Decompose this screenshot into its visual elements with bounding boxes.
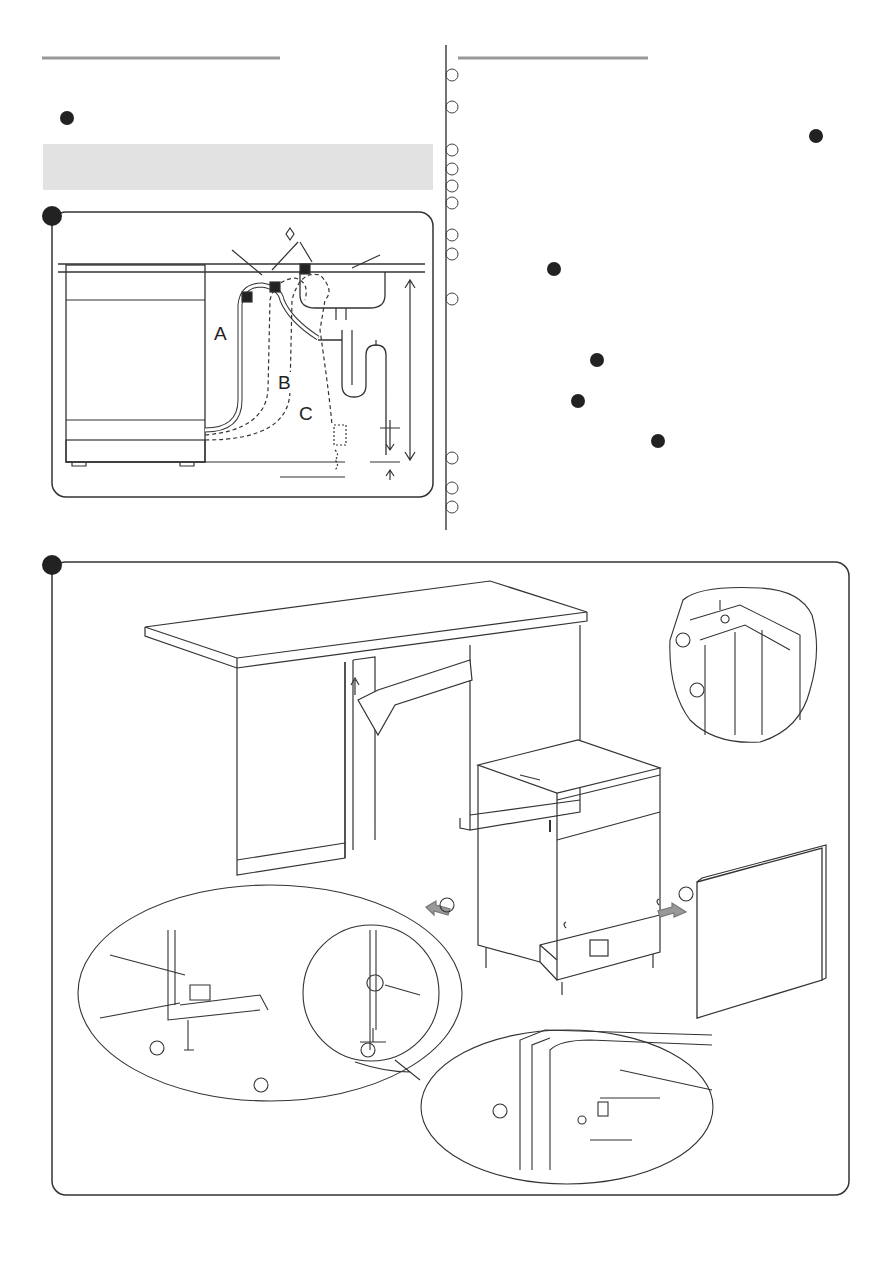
drain-hose-figure bbox=[58, 228, 425, 480]
figure-panel bbox=[52, 212, 433, 497]
cabinet-figure bbox=[145, 581, 587, 875]
hose-label: B bbox=[276, 372, 293, 393]
door-panel bbox=[697, 845, 826, 1018]
reference-dots bbox=[547, 129, 823, 448]
step-dot bbox=[60, 111, 74, 125]
hose-label: C bbox=[297, 403, 315, 424]
step-circles bbox=[446, 69, 458, 513]
heading-rule bbox=[42, 57, 280, 60]
detail-circles bbox=[78, 588, 817, 1185]
figure-dot bbox=[42, 206, 62, 226]
assembly-arrows bbox=[426, 676, 703, 917]
note-band bbox=[43, 144, 433, 190]
hose-label: A bbox=[212, 323, 229, 344]
dishwasher-figure bbox=[478, 740, 660, 995]
heading-rule bbox=[458, 57, 648, 60]
figure-dot bbox=[42, 555, 62, 575]
figure-panel bbox=[52, 562, 849, 1195]
